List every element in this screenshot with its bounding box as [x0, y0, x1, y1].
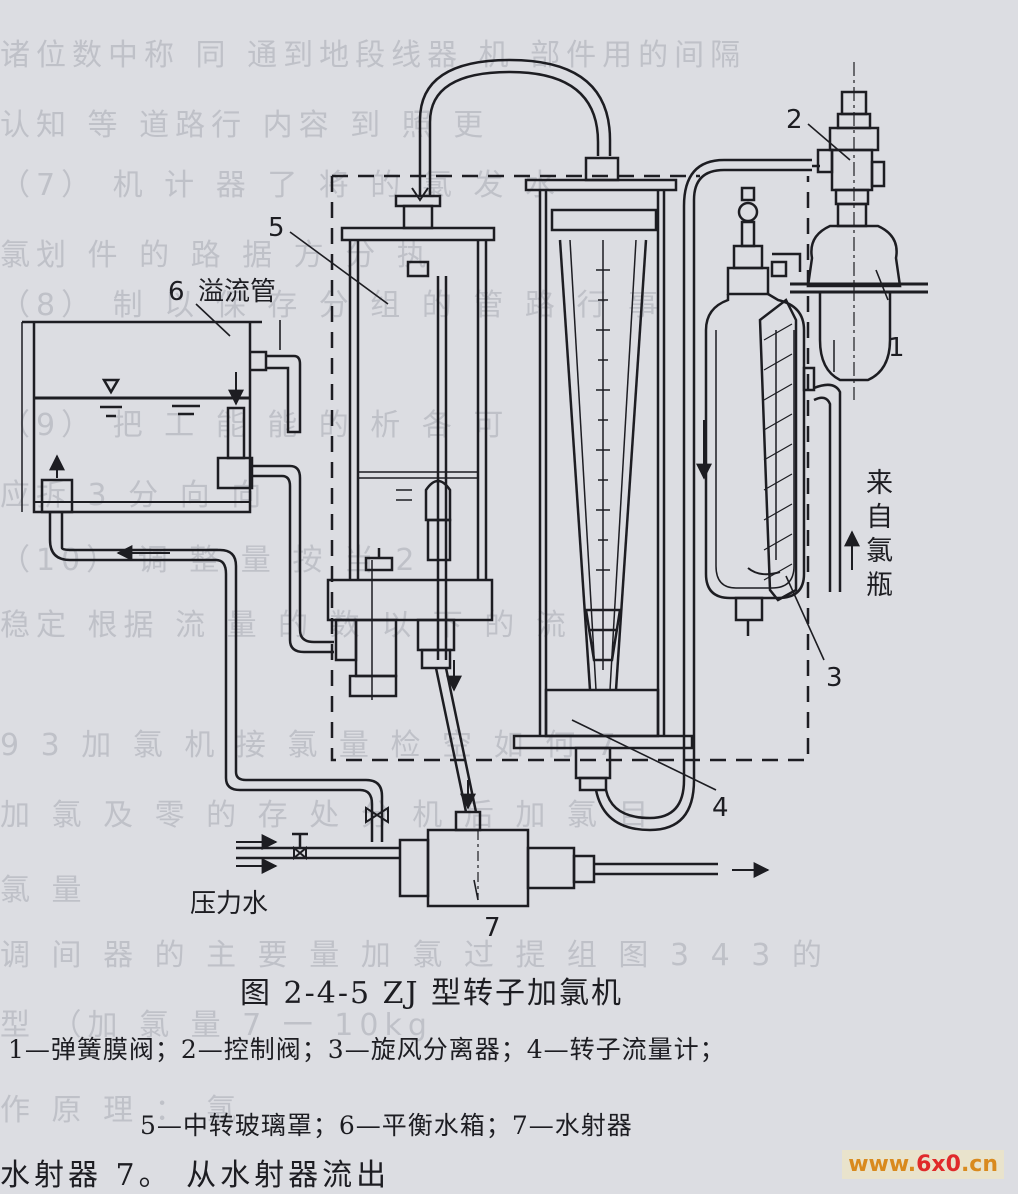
chlorine-source-char-4: 瓶 [866, 570, 893, 601]
chlorine-source-char-1: 来 [866, 468, 893, 499]
bleed-through-text: 型 （加 氯 量 7 一 10kg [0, 1008, 433, 1043]
bottom-partial-text: 水射器 7。 从水射器流出 [0, 1158, 391, 1193]
bleed-through-text: （7） 机 计 器 了 将 的 氯 发 水 [0, 168, 561, 203]
balance-water-tank [21, 320, 302, 514]
callout-5: 5 [268, 213, 285, 243]
feed-pipe [48, 512, 374, 842]
chlorine-source-char-3: 氯 [866, 536, 893, 567]
transfer-glass-bell [326, 194, 496, 700]
callout-4: 4 [712, 793, 729, 823]
bleed-through-text: 加 氯 及 零 的 存 处 分 机 后 加 氯 目 [0, 798, 655, 833]
u-tube [594, 168, 812, 832]
callout-6: 6 [168, 277, 185, 307]
rotameter [512, 156, 694, 792]
callout-3: 3 [826, 663, 843, 693]
callout-2: 2 [786, 105, 803, 135]
bleed-through-text: （8） 制 以 保 存 分 组 的 管 路 行 事 [0, 288, 664, 323]
bleed-through-text: 氯 量 [0, 873, 88, 908]
cyclone-separator [704, 186, 816, 636]
overflow-pipe-label: 溢流管 [198, 277, 276, 307]
bleed-through-text: 诸位数中称 同 通到地段线器 机 部件用的间隔 [0, 38, 747, 73]
figure-caption: 图 2-4-5 ZJ 型转子加氯机 [240, 976, 624, 1011]
bleed-through-text: 调 间 器 的 主 要 量 加 氯 过 提 组 图 3 4 3 的 [0, 938, 828, 973]
watermark-part-2: 6x0 [916, 1152, 961, 1177]
bleed-through-text: （9） 把 工 能 能 的 析 各 可 [0, 408, 510, 443]
dashed-enclosure [330, 176, 810, 762]
watermark: www.6x0.cn [842, 1150, 1004, 1179]
chlorine-source-char-2: 自 [866, 502, 893, 533]
spring-diaphragm-valve [790, 62, 928, 592]
legend-line-1: 1—弹簧膜阀；2—控制阀；3—旋风分离器；4—转子流量计； [8, 1035, 726, 1064]
legend-line-2: 5—中转玻璃罩；6—平衡水箱；7—水射器 [140, 1111, 633, 1140]
callout-1: 1 [888, 333, 905, 363]
pressure-water-label: 压力水 [190, 889, 268, 919]
overhead-tube [418, 58, 612, 196]
water-ejector [236, 780, 770, 908]
bleed-through-text: 作 原 理 ： 氯 [0, 1093, 243, 1128]
watermark-part-3: .cn [960, 1152, 998, 1177]
watermark-part-1: www. [848, 1152, 917, 1177]
bleed-through-text: 氯划 件 的 路 据 方 分 执 [0, 238, 433, 273]
callout-7: 7 [484, 913, 501, 943]
bleed-through-text: 稳定 根据 流 量 的 数 以 下 的 流 [0, 608, 572, 643]
bleed-through-text: 认知 等 道路行 内容 到 照 更 [0, 108, 490, 143]
